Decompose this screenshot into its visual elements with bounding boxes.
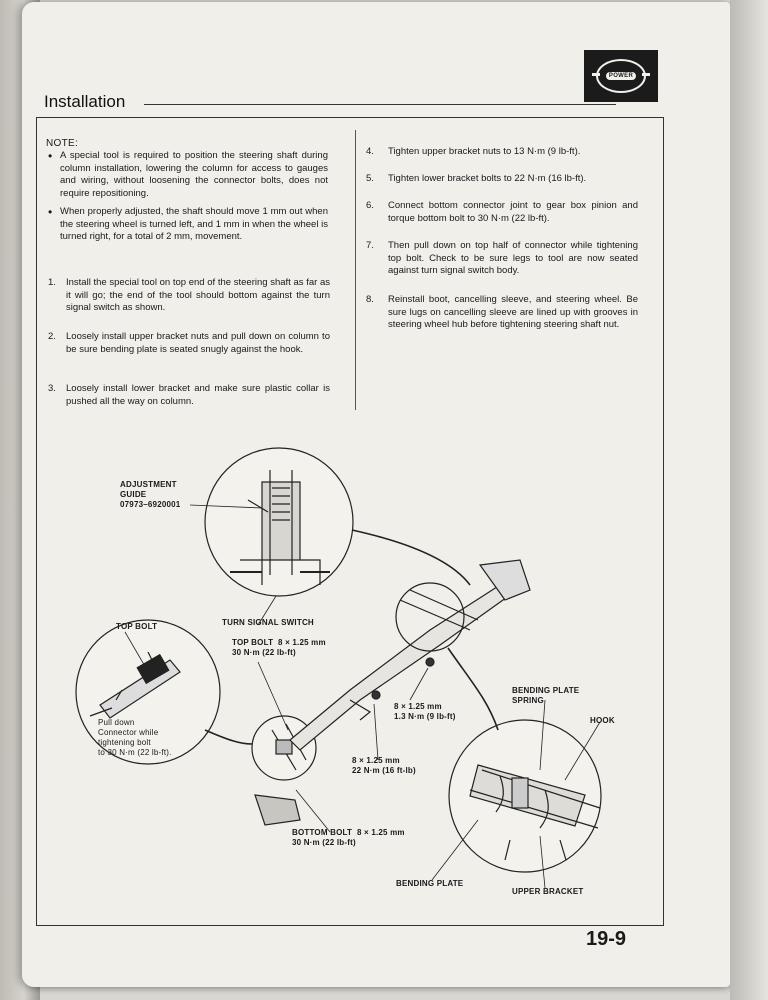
step-number: 4.	[366, 146, 374, 157]
leader-line	[257, 661, 289, 731]
leader-line	[124, 631, 147, 669]
callout-line	[447, 647, 499, 731]
step-text: Tighten upper bracket nuts to 13 N·m (9 …	[388, 146, 581, 157]
pull-down-note: Pull down Connector while tightening bol…	[98, 718, 172, 757]
right-background	[730, 0, 768, 1000]
note-item: • When properly adjusted, the shaft shou…	[48, 206, 328, 244]
column-divider	[355, 130, 356, 410]
leader-line	[257, 595, 277, 626]
leader-line	[295, 789, 331, 833]
leader-line	[373, 703, 379, 761]
step-text: Connect bottom connector joint to gear b…	[388, 200, 638, 224]
callout-line	[204, 729, 253, 745]
step-number: 1.	[48, 277, 56, 288]
upper-bracket-detail	[448, 719, 602, 873]
step-number: 6.	[366, 200, 374, 211]
top-bolt-label: TOP BOLT	[116, 622, 158, 631]
upper-bracket-nut-spec: 8 × 1.25 mm 1.3 N·m (9 lb-ft)	[394, 702, 456, 721]
lower-bracket-spec: 8 × 1.25 mm 22 N·m (16 ft-lb)	[352, 756, 416, 775]
step-number: 8.	[366, 294, 374, 305]
leader-line	[539, 699, 546, 771]
bending-plate-label: BENDING PLATE	[396, 879, 464, 888]
section-title: Installation	[44, 92, 126, 111]
step-text: Then pull down on top half of connector …	[388, 240, 638, 277]
bullet-icon: •	[48, 149, 53, 163]
hook-label: HOOK	[590, 716, 615, 725]
manual-page	[22, 2, 730, 987]
upper-bracket-label: UPPER BRACKET	[512, 887, 584, 896]
leader-line	[189, 504, 263, 509]
step-text: Loosely install upper bracket nuts and p…	[66, 331, 330, 355]
leader-line	[409, 667, 429, 701]
page-number: 19-9	[586, 928, 627, 950]
top-bolt-detail	[75, 619, 221, 765]
callout-line	[351, 529, 471, 586]
adjustment-guide-label: ADJUSTMENT GUIDE 07973–6920001	[120, 480, 181, 509]
step-text: Reinstall boot, cancelling sleeve, and s…	[388, 294, 638, 331]
adjustment-guide-detail	[204, 447, 354, 597]
power-steering-badge: POWER	[584, 50, 658, 102]
step-number: 3.	[48, 383, 56, 394]
bullet-icon: •	[48, 205, 53, 219]
step-text: Install the special tool on top end of t…	[66, 277, 330, 314]
leader-line	[564, 721, 601, 781]
bottom-bolt-spec: BOTTOM BOLT 8 × 1.25 mm 30 N·m (22 lb-ft…	[292, 828, 405, 847]
badge-label: POWER	[605, 72, 637, 80]
top-bolt-spec-label: TOP BOLT 8 × 1.25 mm 30 N·m (22 lb-ft)	[232, 638, 326, 657]
note-heading: NOTE:	[46, 138, 79, 149]
title-rule	[144, 104, 616, 105]
step-number: 7.	[366, 240, 374, 251]
step-number: 5.	[366, 173, 374, 184]
leader-line	[539, 835, 546, 889]
note-item: • A special tool is required to position…	[48, 150, 328, 200]
note-text: When properly adjusted, the shaft should…	[60, 206, 328, 243]
bending-plate-spring-label: BENDING PLATE SPRING	[512, 686, 580, 705]
step-number: 2.	[48, 331, 56, 342]
frame-top-rule	[36, 117, 664, 119]
leader-line	[431, 819, 479, 881]
content-frame	[36, 117, 664, 926]
note-text: A special tool is required to position t…	[60, 150, 328, 199]
step-text: Tighten lower bracket bolts to 22 N·m (1…	[388, 173, 587, 184]
turn-signal-switch-label: TURN SIGNAL SWITCH	[222, 618, 314, 627]
steering-wheel-icon: POWER	[592, 59, 650, 93]
steering-column	[254, 559, 531, 826]
step-text: Loosely install lower bracket and make s…	[66, 383, 330, 407]
